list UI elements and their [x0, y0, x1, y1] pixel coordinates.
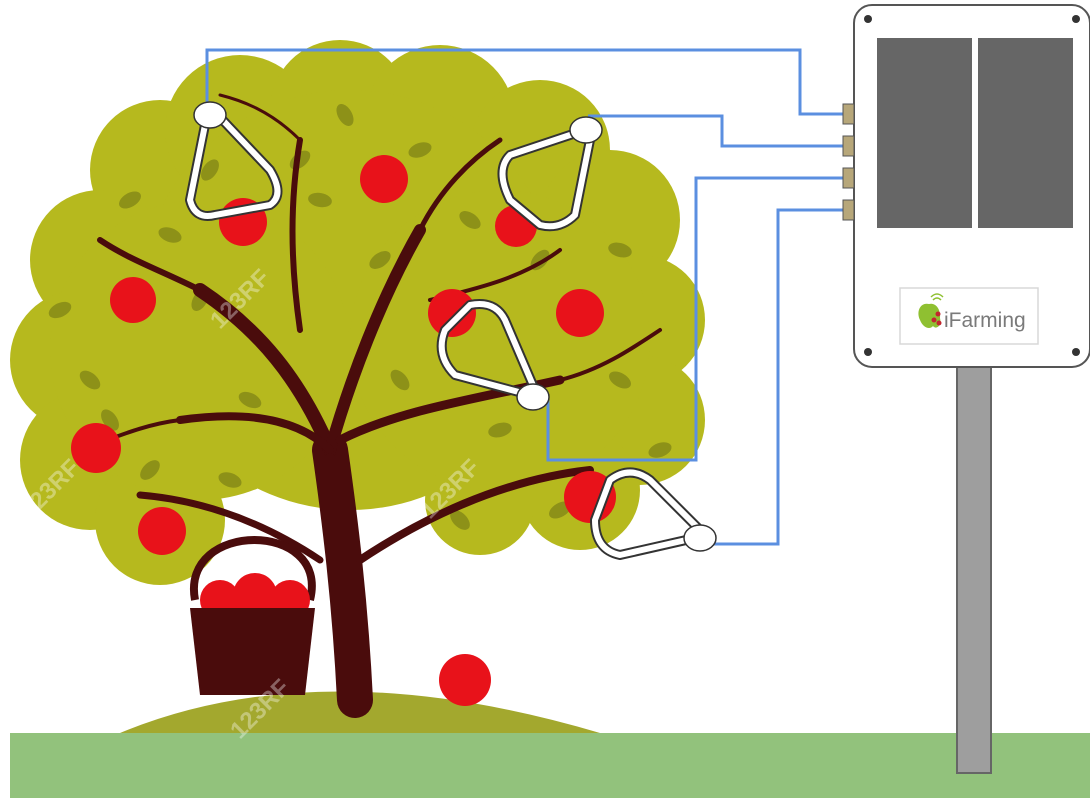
sensor-clip-1 [185, 101, 283, 221]
grass-ground [10, 733, 1090, 798]
wire-sensor-2 [588, 114, 843, 148]
wifi-signal-icon [930, 293, 944, 301]
device-connectors [842, 103, 855, 221]
sensor-wires [205, 48, 843, 546]
solar-panel-left [877, 38, 972, 228]
solar-panel-right [978, 38, 1073, 228]
wire-sensor-1 [205, 48, 843, 116]
iot-device: iFarming [842, 4, 1090, 368]
sensor-clip-2 [497, 116, 603, 232]
brand-logo: iFarming [899, 287, 1039, 345]
brand-name: iFarming [944, 309, 1026, 332]
tree-trunk [78, 93, 662, 718]
basket [189, 536, 316, 695]
device-pole [956, 364, 992, 774]
sensor-clip-4 [590, 467, 717, 560]
sensor-clip-3 [436, 299, 550, 411]
apples [71, 155, 616, 706]
wire-sensor-3 [546, 176, 843, 462]
wire-sensor-4 [706, 208, 843, 546]
